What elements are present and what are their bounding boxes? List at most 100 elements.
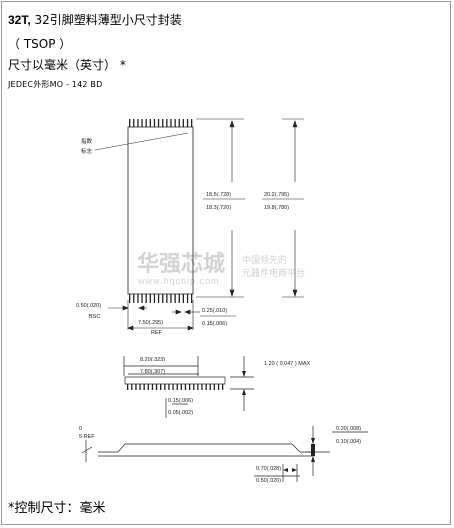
- lead: [147, 384, 149, 390]
- lead: [164, 384, 166, 390]
- dim-height: 1.20 ( 0.047 ) MAX: [264, 361, 310, 367]
- side-view: [123, 356, 254, 418]
- lead: [178, 294, 180, 303]
- lead: [141, 119, 143, 127]
- dim-lead-thk-max: 0.20(.008): [336, 426, 361, 432]
- lead: [166, 119, 168, 127]
- lead: [151, 384, 154, 390]
- lead: [174, 119, 176, 127]
- lead: [162, 294, 164, 303]
- pin1-label-2: 标志: [81, 147, 93, 155]
- lead: [191, 294, 193, 303]
- dim-angle-2: 5 REF: [79, 434, 95, 440]
- units-line: 尺寸以毫米（英寸） *: [8, 58, 126, 72]
- package-title: 32T, 32引脚塑料薄型小尺寸封装: [8, 13, 182, 27]
- lead: [170, 119, 172, 127]
- watermark: 华强芯城 www.hqchip.com 中国领先的 元器件电商平台: [137, 251, 305, 286]
- lead: [149, 119, 151, 127]
- lead: [170, 294, 172, 303]
- dim-width-min: 7.80(.307): [140, 369, 165, 375]
- lead: [129, 294, 131, 303]
- end-view: [81, 426, 368, 482]
- lead: [166, 294, 168, 303]
- package-subtitle: （ TSOP ）: [8, 37, 72, 51]
- lead: [133, 119, 135, 127]
- footer-note: *控制尺寸：毫米: [8, 501, 106, 516]
- lead: [153, 119, 156, 127]
- lead: [141, 294, 143, 303]
- dim-overall-max: 20.2(.795): [264, 192, 289, 198]
- pin1-label-1: 指数: [81, 137, 93, 145]
- dim-span: 7.50(.295): [138, 320, 163, 326]
- dim-length-min: 18.3(.720): [206, 205, 231, 211]
- lead: [157, 119, 160, 127]
- lead: [193, 384, 195, 390]
- lead: [172, 384, 174, 390]
- lead: [129, 119, 131, 127]
- pin-row-side: [127, 384, 224, 390]
- pin-row-top: [129, 119, 193, 127]
- lead: [176, 384, 178, 390]
- dim-standoff-min: 0.05(.002): [168, 410, 193, 416]
- lead: [209, 384, 211, 390]
- lead: [145, 119, 147, 127]
- lead: [137, 294, 139, 303]
- watermark-slogan-2: 元器件电商平台: [242, 267, 305, 279]
- lead: [133, 294, 135, 303]
- pin-row-bottom: [129, 294, 193, 303]
- lead: [178, 119, 180, 127]
- lead: [217, 384, 220, 390]
- dim-lead-width-min: 0.15(.006): [202, 321, 227, 327]
- dim-foot-max: 0.70(.028): [256, 466, 281, 472]
- lead: [149, 294, 151, 303]
- watermark-slogan-1: 中国领先的: [242, 254, 287, 266]
- lead: [153, 294, 156, 303]
- lead: [168, 384, 170, 390]
- dim-pitch: 0.50(.020): [76, 303, 101, 309]
- lead: [222, 384, 224, 390]
- lead: [145, 294, 147, 303]
- top-view: [94, 119, 194, 303]
- lead: [127, 384, 129, 390]
- pin1-leader-line: [94, 132, 189, 151]
- lead: [155, 384, 158, 390]
- lead: [182, 119, 184, 127]
- dim-overall-min: 19.8(.780): [264, 205, 289, 211]
- dim-lead-width-max: 0.25(.010): [202, 308, 227, 314]
- watermark-url: www.hqchip.com: [137, 276, 220, 286]
- lead: [162, 119, 164, 127]
- lead: [197, 384, 199, 390]
- end-profile: [98, 443, 312, 453]
- lead: [139, 384, 141, 390]
- lead: [143, 384, 145, 390]
- lead: [186, 294, 189, 303]
- dim-foot-min: 0.50(.020): [256, 478, 281, 484]
- dim-standoff-max: 0.15(.006): [168, 398, 193, 404]
- dim-span-note: REF: [151, 330, 163, 336]
- dim-angle-1: 0: [79, 426, 82, 432]
- lead: [213, 384, 215, 390]
- dim-length-max: 18.5(.728): [206, 192, 231, 198]
- watermark-brand: 华强芯城: [137, 251, 225, 277]
- lead: [186, 119, 189, 127]
- lead: [189, 384, 191, 390]
- dim-pitch-note: BSC: [89, 314, 100, 320]
- lead: [160, 384, 162, 390]
- lead: [157, 294, 160, 303]
- lead: [131, 384, 133, 390]
- lead: [191, 119, 193, 127]
- lead: [137, 119, 139, 127]
- package-body: [127, 126, 194, 295]
- lead: [135, 384, 137, 390]
- side-body: [124, 376, 226, 385]
- lead: [201, 384, 203, 390]
- lead: [184, 384, 187, 390]
- jedec-standard: JEDEC外形MO - 142 BD: [8, 80, 103, 89]
- lead: [205, 384, 207, 390]
- lead: [174, 294, 176, 303]
- dim-lead-thk-min: 0.10(.004): [336, 439, 361, 445]
- lead: [180, 384, 182, 390]
- dim-width-max: 8.20(.323): [140, 357, 165, 363]
